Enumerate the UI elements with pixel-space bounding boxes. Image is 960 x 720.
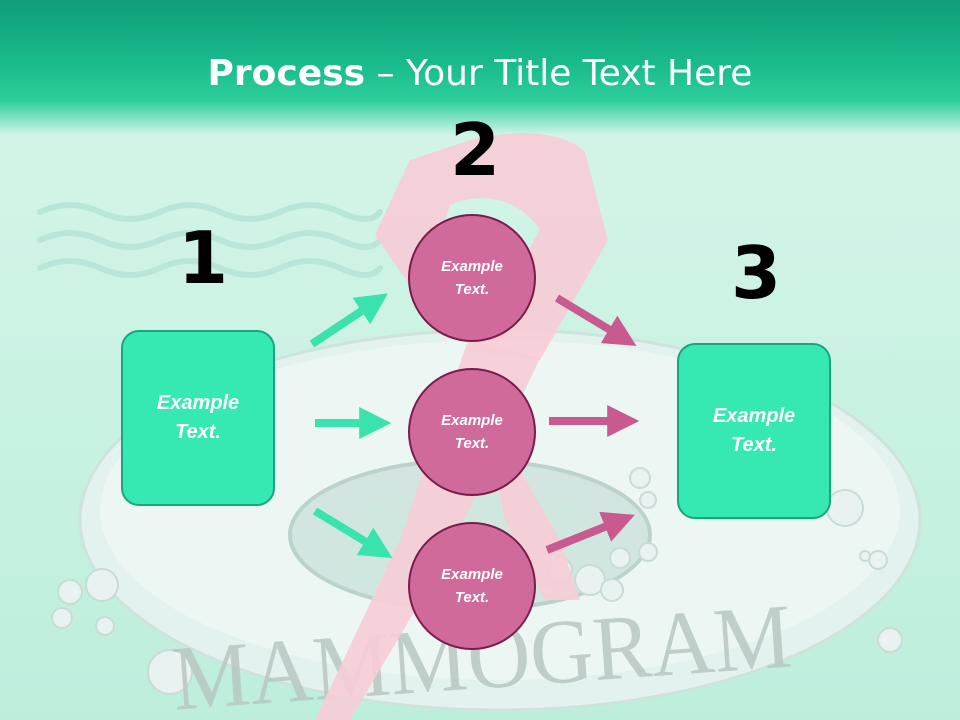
- step-2-circle-top-text: Example Text.: [441, 258, 503, 298]
- title-bold: Process: [207, 53, 366, 94]
- step-number-3: 3: [731, 231, 782, 315]
- arrow-down-green: [312, 507, 393, 558]
- slide-title: Process – Your Title Text Here: [0, 52, 960, 96]
- arrow-down-pink: [554, 294, 637, 346]
- step-1-box: Example Text.: [121, 330, 275, 506]
- title-band: [0, 0, 960, 135]
- step-2-circle-middle: Example Text.: [408, 368, 536, 496]
- title-rest: – Your Title Text Here: [365, 53, 753, 94]
- arrow-up-green: [309, 293, 388, 348]
- step-2-circle-top: Example Text.: [408, 214, 536, 342]
- step-3-box: Example Text.: [677, 343, 831, 519]
- step-2-circle-bottom-text: Example Text.: [441, 566, 503, 606]
- step-3-box-text: Example Text.: [712, 405, 796, 456]
- bubbles: [51, 467, 903, 695]
- step-number-1: 1: [178, 216, 229, 300]
- wavy-lines: [37, 202, 383, 278]
- step-2-circle-middle-text: Example Text.: [441, 412, 503, 452]
- step-2-circle-bottom: Example Text.: [408, 522, 536, 650]
- arrow-up-pink: [545, 511, 635, 554]
- step-number-2: 2: [450, 108, 501, 192]
- step-1-box-text: Example Text.: [156, 392, 240, 443]
